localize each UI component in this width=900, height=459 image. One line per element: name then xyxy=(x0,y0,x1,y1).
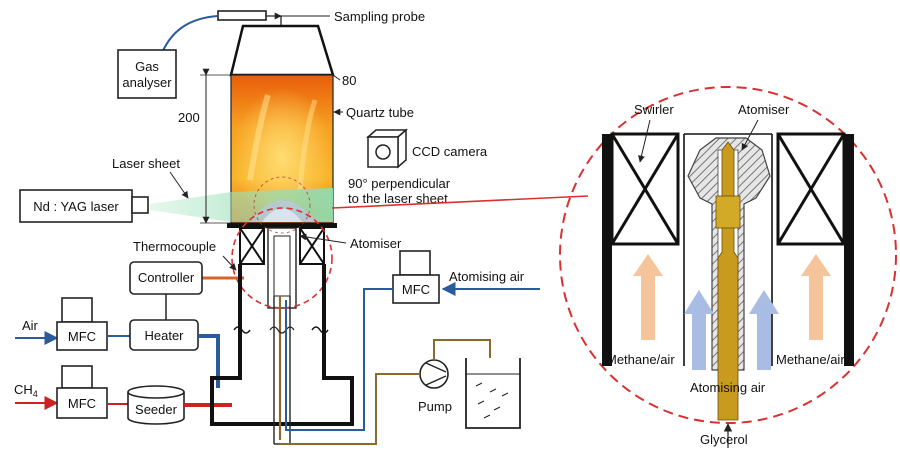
swirler-label: Swirler xyxy=(634,102,674,117)
methane-air-label-right: Methane/air xyxy=(776,352,845,367)
burner-plenum xyxy=(210,264,354,426)
pump-icon xyxy=(419,359,449,389)
ch4-mfc-display xyxy=(61,365,93,389)
dimension-200-label: 200 xyxy=(178,110,200,125)
atomising-air-mfc-box xyxy=(392,274,440,304)
atomising-air-line xyxy=(285,288,393,431)
methane-air-arrow-left xyxy=(633,254,663,340)
atomiser-label-left: Atomiser xyxy=(350,236,402,251)
dimension-80-label: 80 xyxy=(342,73,356,88)
laser-aperture xyxy=(131,196,149,214)
detail-connector-line xyxy=(331,195,589,209)
atomising-air-label-right: Atomising air xyxy=(690,380,766,395)
gas-analyser-box xyxy=(117,49,177,99)
pump-label: Pump xyxy=(418,399,452,414)
methane-air-arrow-right xyxy=(801,254,831,340)
atomising-air-mfc-display xyxy=(399,250,431,276)
perpendicular-label-line1: 90° perpendicular xyxy=(348,176,451,191)
swirler-detail-right xyxy=(776,132,854,366)
perpendicular-label-line2: to the laser sheet xyxy=(348,191,448,206)
seeder-label: Seeder xyxy=(135,402,178,417)
methane-air-label-left: Methane/air xyxy=(606,352,675,367)
ccd-camera-label: CCD camera xyxy=(412,144,488,159)
heated-air-line xyxy=(198,334,220,388)
detail-focus-circle xyxy=(231,207,333,309)
exhaust-hood xyxy=(229,24,335,77)
nd-yag-laser-label: Nd : YAG laser xyxy=(33,199,119,214)
quartz-tube-label: Quartz tube xyxy=(346,105,414,120)
air-mfc-display xyxy=(61,297,93,323)
air-mfc-label: MFC xyxy=(68,329,96,344)
swirler-block xyxy=(239,227,325,309)
nd-yag-laser-box xyxy=(19,189,133,223)
glycerol-label: Glycerol xyxy=(700,432,748,447)
thermocouple-label: Thermocouple xyxy=(133,239,216,254)
glycerol-reservoir xyxy=(465,358,521,429)
atomiser-label-right: Atomiser xyxy=(738,102,790,117)
atomising-air-arrow-right xyxy=(749,290,779,370)
ch4-label: CH4 xyxy=(14,382,38,399)
tube-base-plate xyxy=(227,223,337,228)
heater-label: Heater xyxy=(144,328,184,343)
sampling-probe-label: Sampling probe xyxy=(334,9,425,24)
gas-analyser-label-line2: analyser xyxy=(122,75,172,90)
atomising-air-label-left: Atomising air xyxy=(449,269,525,284)
ch4-mfc-label: MFC xyxy=(68,396,96,411)
atomising-air-mfc-label: MFC xyxy=(402,282,430,297)
detail-circle xyxy=(559,86,897,424)
controller-label: Controller xyxy=(138,270,195,285)
ch4-mfc-box xyxy=(56,387,108,419)
glycerol-supply-line xyxy=(280,373,420,445)
air-mfc-box xyxy=(56,321,108,351)
atomiser-nozzle-detail xyxy=(687,137,771,421)
seeder-tank xyxy=(127,385,185,425)
atomiser-feed-tube xyxy=(269,296,295,445)
air-label: Air xyxy=(22,318,39,333)
gas-analyser-label-line1: Gas xyxy=(135,59,159,74)
ccd-camera-icon xyxy=(366,128,408,169)
laser-sheet-label: Laser sheet xyxy=(112,156,180,171)
atomising-air-arrow-left xyxy=(684,290,714,370)
swirler-detail-left xyxy=(602,132,680,366)
